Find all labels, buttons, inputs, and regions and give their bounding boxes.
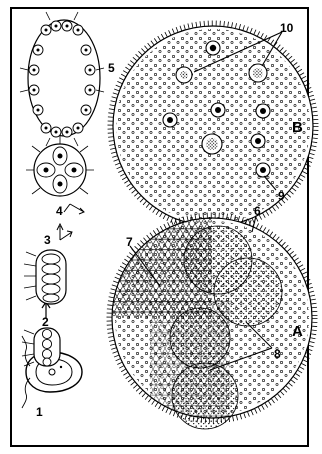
daughter-colony-a3 bbox=[170, 308, 230, 368]
daughter-colony-a2 bbox=[214, 258, 282, 326]
label-8: 8 bbox=[274, 347, 281, 361]
label-a: A bbox=[292, 323, 303, 340]
label-6: 6 bbox=[254, 204, 261, 218]
label-9: 9 bbox=[278, 189, 285, 203]
label-b: B bbox=[292, 119, 303, 136]
label-4: 4 bbox=[56, 204, 63, 218]
label-5: 5 bbox=[108, 61, 115, 75]
label-2: 2 bbox=[42, 315, 49, 329]
daughter-colony-a4 bbox=[172, 363, 238, 429]
label-7: 7 bbox=[126, 235, 133, 249]
label-10: 10 bbox=[280, 21, 294, 35]
label-3: 3 bbox=[44, 233, 51, 247]
label-1: 1 bbox=[36, 405, 43, 419]
